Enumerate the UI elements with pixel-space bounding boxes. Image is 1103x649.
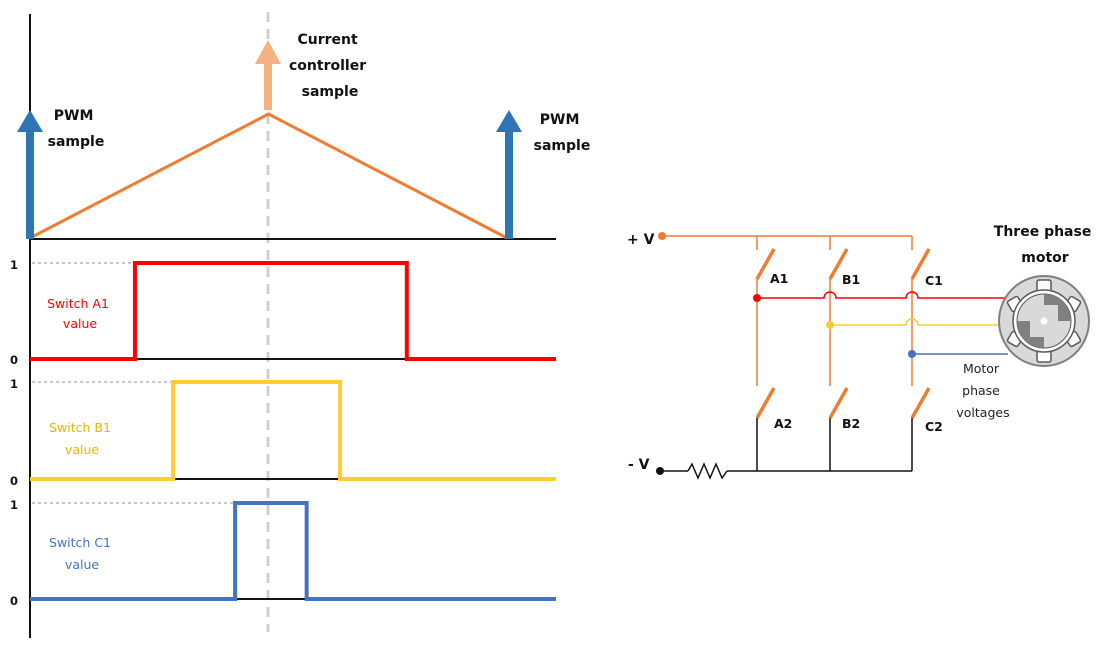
switch-b1-label: B1 (842, 272, 860, 287)
minus-v-rail (660, 418, 913, 480)
plus-v-label: + V (627, 232, 655, 248)
switch-a1: A1 (755, 248, 788, 286)
plus-v-terminal (658, 232, 666, 240)
minus-v-label: - V (628, 457, 650, 473)
switch-c1: C1 (910, 248, 943, 288)
signal-switch-a1: 1 0 Switch A1 value (10, 258, 556, 367)
pwm-sample-arrow-left (17, 110, 43, 239)
tick-low: 0 (10, 594, 18, 608)
switch-c2-label: C2 (925, 419, 943, 434)
switch-c1-waveform (30, 501, 556, 601)
switch-a2: A2 (755, 387, 792, 431)
timing-diagram: PWM sample PWM sample Current controller… (10, 12, 590, 638)
signal-switch-b1: 1 0 Switch B1 value (10, 377, 556, 488)
switch-b1-waveform (30, 380, 556, 481)
pwm-sample-arrow-right (496, 110, 522, 239)
motor-icon (998, 275, 1090, 367)
switch-b2: B2 (828, 387, 860, 431)
tick-low: 0 (10, 353, 18, 367)
current-controller-label: Current controller sample (289, 32, 371, 100)
plus-v-rail (662, 235, 913, 250)
motor-title: Three phase motor (994, 224, 1096, 266)
phase-c-node (908, 350, 916, 358)
switch-c2: C2 (910, 387, 943, 434)
minus-v-terminal (656, 467, 664, 475)
switch-b1-label: Switch B1 value (49, 420, 115, 457)
switch-a2-label: A2 (774, 416, 792, 431)
tick-low: 0 (10, 474, 18, 488)
triangle-carrier (29, 112, 508, 240)
pwm-sample-label-right: PWM sample (534, 112, 591, 154)
phase-b-node (826, 321, 834, 329)
switch-b1: B1 (828, 248, 860, 287)
pwm-sample-label-left: PWM sample (48, 108, 105, 150)
tick-high: 1 (10, 258, 18, 272)
switch-a1-label: A1 (770, 271, 788, 286)
phase-b-wire (830, 318, 1000, 326)
switch-b2-label: B2 (842, 416, 860, 431)
inverter-circuit: + V A1 B1 C1 A2 B2 (627, 224, 1096, 480)
switch-a1-label: Switch A1 value (47, 296, 113, 331)
tick-high: 1 (10, 498, 18, 512)
phase-a-wire (757, 291, 1006, 299)
switch-c1-label: Switch C1 value (49, 535, 115, 572)
tick-high: 1 (10, 377, 18, 391)
motor-phase-voltages-label: Motor phase voltages (956, 361, 1009, 420)
switch-c1-label: C1 (925, 273, 943, 288)
resistor (687, 462, 728, 480)
current-controller-arrow (255, 40, 281, 110)
signal-switch-c1: 1 0 Switch C1 value (10, 498, 556, 608)
phase-a-node (753, 294, 761, 302)
switch-a1-waveform (30, 261, 556, 361)
